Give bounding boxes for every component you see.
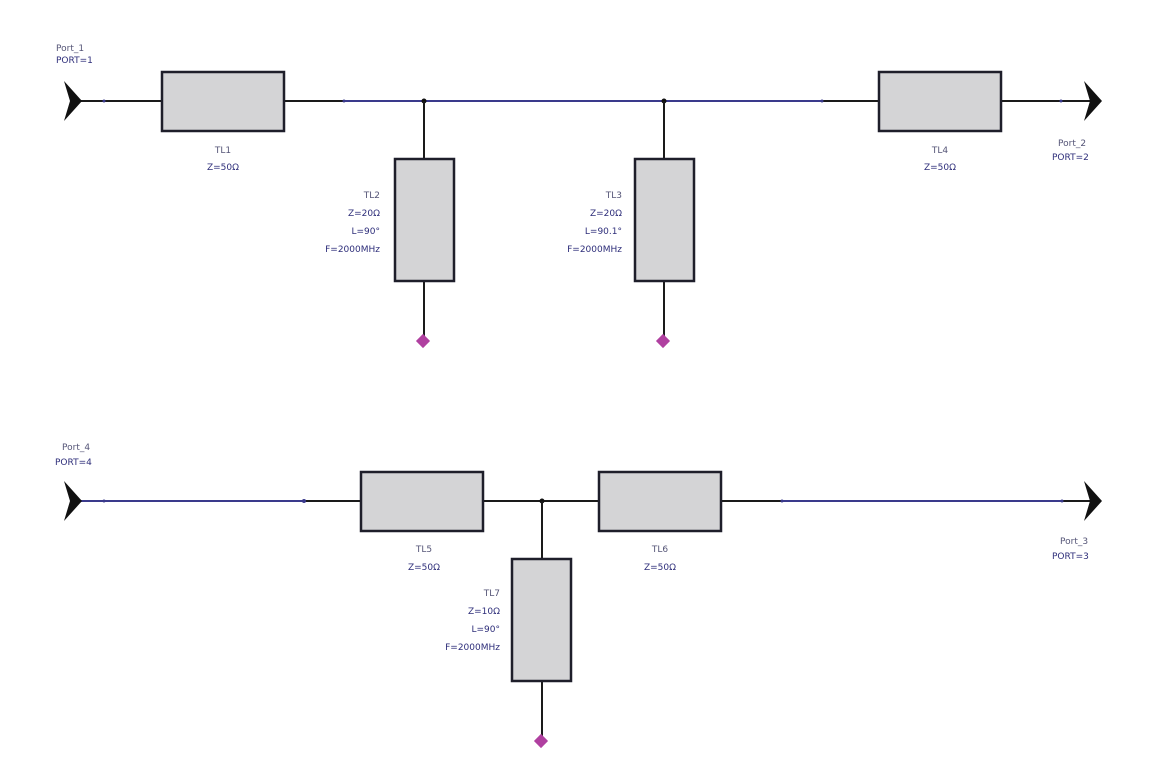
tl3-param-f: F=2000MHz bbox=[567, 245, 622, 255]
tl2-name: TL2 bbox=[363, 191, 380, 201]
port-1-param: PORT=1 bbox=[56, 56, 93, 66]
node-marker bbox=[1060, 499, 1064, 503]
tl5-param-z: Z=50Ω bbox=[408, 563, 440, 573]
tl2-element[interactable] bbox=[393, 157, 456, 283]
tl7-param-f: F=2000MHz bbox=[445, 643, 500, 653]
tl4-param-z: Z=50Ω bbox=[924, 163, 956, 173]
port-1-name: Port_1 bbox=[56, 44, 84, 54]
tl1-element[interactable] bbox=[160, 70, 286, 133]
tl3-param-l: L=90.1° bbox=[585, 227, 622, 237]
port-3-arrow-icon[interactable] bbox=[1084, 481, 1102, 521]
tl3-element[interactable] bbox=[633, 157, 696, 283]
node-marker bbox=[342, 99, 346, 103]
node-marker bbox=[102, 99, 106, 103]
node-marker bbox=[780, 499, 784, 503]
port-2-name: Port_2 bbox=[1058, 139, 1086, 149]
node-marker bbox=[102, 499, 106, 503]
port-3-param: PORT=3 bbox=[1052, 552, 1089, 562]
node-marker bbox=[302, 499, 306, 503]
tl3-param-z: Z=20Ω bbox=[590, 209, 622, 219]
port-2-param: PORT=2 bbox=[1052, 153, 1089, 163]
tl5-name: TL5 bbox=[415, 545, 432, 555]
port-4-name: Port_4 bbox=[62, 443, 90, 453]
ground-icon bbox=[655, 333, 671, 349]
tl6-param-z: Z=50Ω bbox=[644, 563, 676, 573]
tl1-param-z: Z=50Ω bbox=[207, 163, 239, 173]
port-3-name: Port_3 bbox=[1060, 537, 1088, 547]
port-4-param: PORT=4 bbox=[55, 458, 92, 468]
node-marker bbox=[1059, 99, 1063, 103]
tl7-element[interactable] bbox=[510, 557, 573, 683]
tl7-param-l: L=90° bbox=[471, 625, 500, 635]
ground-icon bbox=[415, 333, 431, 349]
ground-icon bbox=[533, 733, 549, 749]
tl2-param-f: F=2000MHz bbox=[325, 245, 380, 255]
tl7-param-z: Z=10Ω bbox=[468, 607, 500, 617]
port-4-arrow-icon[interactable] bbox=[64, 481, 82, 521]
tl6-name: TL6 bbox=[651, 545, 669, 555]
tl6-element[interactable] bbox=[597, 470, 723, 533]
tl2-param-z: Z=20Ω bbox=[348, 209, 380, 219]
node-marker bbox=[820, 99, 824, 103]
tl7-name: TL7 bbox=[483, 589, 500, 599]
tl3-name: TL3 bbox=[605, 191, 622, 201]
tl4-element[interactable] bbox=[877, 70, 1003, 133]
tl5-element[interactable] bbox=[359, 470, 485, 533]
tl1-name: TL1 bbox=[214, 146, 231, 156]
port-2-arrow-icon[interactable] bbox=[1084, 81, 1102, 121]
tl4-name: TL4 bbox=[931, 146, 949, 156]
port-1-arrow-icon[interactable] bbox=[64, 81, 82, 121]
tl2-param-l: L=90° bbox=[351, 227, 380, 237]
